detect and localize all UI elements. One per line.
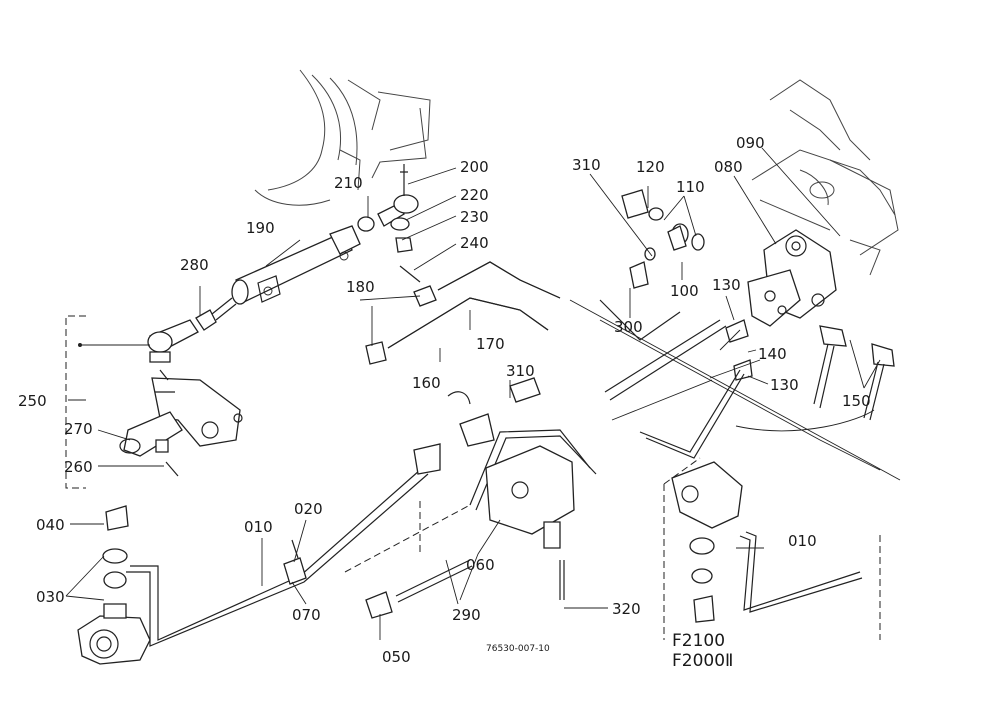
label-180: 180: [346, 278, 375, 296]
hoses: [387, 261, 561, 349]
drawing-reference: 76530-007-10: [486, 644, 550, 654]
label-140: 140: [758, 345, 787, 363]
alt-pump-right: [671, 461, 743, 623]
label-300: 300: [614, 318, 643, 336]
engine-outline-top: [254, 69, 431, 206]
steering-cylinder: [211, 225, 361, 321]
elbows-180: [365, 285, 437, 365]
label-310-lower: 310: [506, 362, 535, 380]
label-290: 290: [452, 606, 481, 624]
label-010-left: 010: [244, 518, 273, 536]
label-250: 250: [18, 392, 47, 410]
label-020: 020: [294, 500, 323, 518]
label-070: 070: [292, 606, 321, 624]
label-160: 160: [412, 374, 441, 392]
fitting-050: [365, 591, 393, 619]
label-090: 090: [736, 134, 765, 152]
label-110: 110: [676, 178, 705, 196]
label-270: 270: [64, 420, 93, 438]
label-260: 260: [64, 458, 93, 476]
label-170: 170: [476, 335, 505, 353]
label-200: 200: [460, 158, 489, 176]
boundary-250: [65, 315, 86, 489]
pipe-clamp: [283, 539, 307, 585]
boundary-right: [663, 457, 881, 640]
label-150: 150: [842, 392, 871, 410]
label-280: 280: [180, 256, 209, 274]
valve-fittings: [725, 319, 895, 421]
label-060: 060: [466, 556, 495, 574]
steering-valve: [747, 229, 837, 327]
label-310-upper: 310: [572, 156, 601, 174]
label-040: 040: [36, 516, 65, 534]
label-100: 100: [670, 282, 699, 300]
pump-fittings: [621, 189, 705, 289]
frame-outline-right: [751, 79, 899, 276]
label-030: 030: [36, 588, 65, 606]
label-190: 190: [246, 219, 275, 237]
label-210: 210: [334, 174, 363, 192]
hydraulic-pump-left: [77, 505, 151, 665]
label-010-right: 010: [788, 532, 817, 550]
label-220: 220: [460, 186, 489, 204]
label-130-lower: 130: [770, 376, 799, 394]
label-120: 120: [636, 158, 665, 176]
label-230: 230: [460, 208, 489, 226]
leader-lines: [65, 147, 881, 640]
upper-fittings: [357, 164, 421, 283]
label-320: 320: [612, 600, 641, 618]
label-050: 050: [382, 648, 411, 666]
label-080: 080: [714, 158, 743, 176]
label-130-upper: 130: [712, 276, 741, 294]
rod-end-280: [78, 309, 217, 363]
control-valve: [413, 377, 575, 549]
label-240: 240: [460, 234, 489, 252]
model-f2100: F2100: [672, 631, 725, 651]
knuckle-arm: [119, 369, 243, 477]
model-f2000ii: F2000Ⅱ: [672, 651, 733, 671]
boundary-lower: [344, 500, 471, 573]
pipes: [126, 299, 875, 647]
